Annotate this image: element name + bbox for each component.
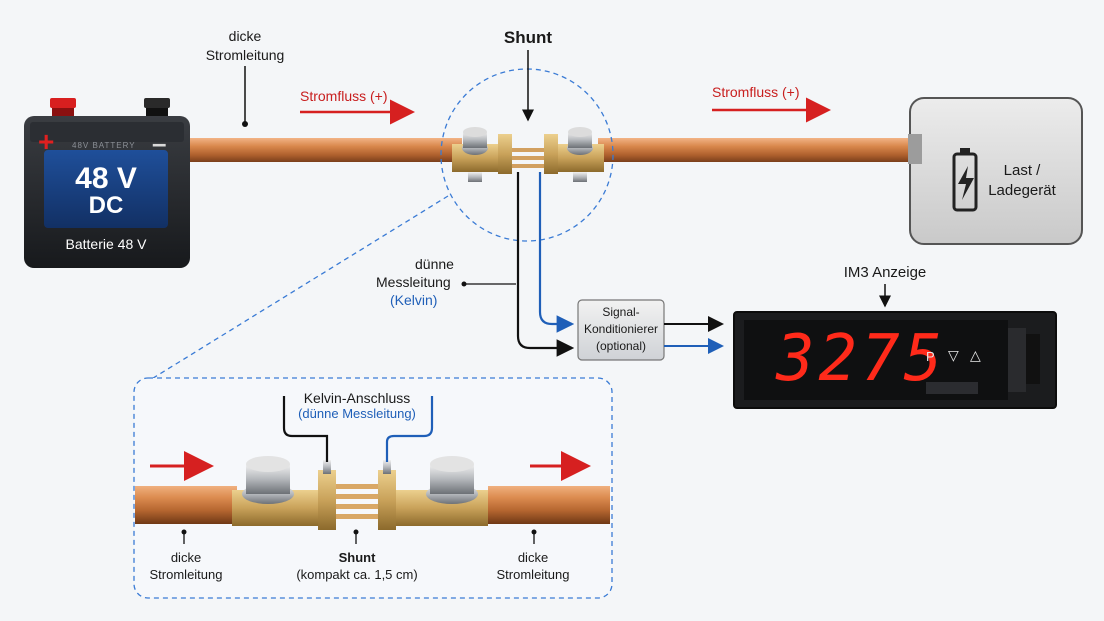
detail-wire-blue	[385, 396, 434, 462]
detail-shunt-label: Shunt	[338, 550, 376, 565]
thin-line-label-2: Messleitung	[376, 274, 451, 290]
thick-cable-label-1: dicke	[228, 28, 262, 44]
main-cable-left	[180, 138, 462, 162]
detail-left-label-2: Stromleitung	[149, 567, 223, 582]
conditioner-label-3: (optional)	[595, 339, 647, 353]
conditioner-label-2: Konditionierer	[583, 322, 659, 336]
load-label-2: Ladegerät	[988, 182, 1056, 199]
battery-minus: –	[152, 128, 167, 158]
kelvin-subtitle: (dünne Messleitung)	[298, 406, 416, 421]
detail-left-label-1: dicke	[170, 550, 202, 565]
detail-wire-black	[282, 396, 329, 462]
conditioner-label-1: Signal-	[602, 305, 640, 319]
battery-type: DC	[88, 192, 124, 219]
signal-conditioner-box	[577, 299, 665, 361]
battery-voltage: 48 V	[75, 162, 137, 195]
current-flow-left-label: Stromfluss (+)	[300, 88, 388, 104]
detail-right-label-1: dicke	[517, 550, 549, 565]
shunt-focus-circle	[440, 68, 614, 242]
load-box	[908, 97, 1083, 245]
detail-right-label-2: Stromleitung	[496, 567, 570, 582]
battery-plus: +	[38, 126, 55, 157]
im3-display	[733, 311, 1057, 409]
battery-charging-icon	[952, 148, 978, 212]
battery-brand-text: 48V BATTERY	[72, 141, 136, 150]
display-title: IM3 Anzeige	[843, 264, 927, 281]
display-key-up[interactable]: △	[970, 347, 981, 363]
display-reading: 3275	[776, 322, 947, 396]
thin-line-label-1: dünne	[415, 256, 454, 272]
battery	[24, 98, 190, 268]
shunt-small	[452, 127, 604, 182]
current-flow-right-label: Stromfluss (+)	[712, 84, 800, 100]
kelvin-title: Kelvin-Anschluss	[303, 390, 411, 406]
detail-shunt-size: (kompakt ca. 1,5 cm)	[296, 567, 418, 582]
battery-label: Batterie 48 V	[65, 236, 147, 252]
load-label-1: Last /	[1003, 162, 1041, 179]
shunt-large	[232, 456, 488, 530]
display-key-p[interactable]: P	[926, 349, 935, 364]
detail-cable-left	[135, 486, 237, 524]
display-key-down[interactable]: ▽	[948, 347, 959, 363]
zoom-line	[149, 195, 449, 381]
thin-line-label-3: (Kelvin)	[390, 292, 438, 308]
measure-wire-black	[516, 172, 575, 357]
measure-wire-blue	[538, 172, 575, 333]
thick-cable-label-2: Stromleitung	[205, 47, 285, 63]
shunt-title: Shunt	[503, 28, 553, 47]
main-cable-right	[598, 138, 916, 162]
detail-cable-right	[488, 486, 610, 524]
